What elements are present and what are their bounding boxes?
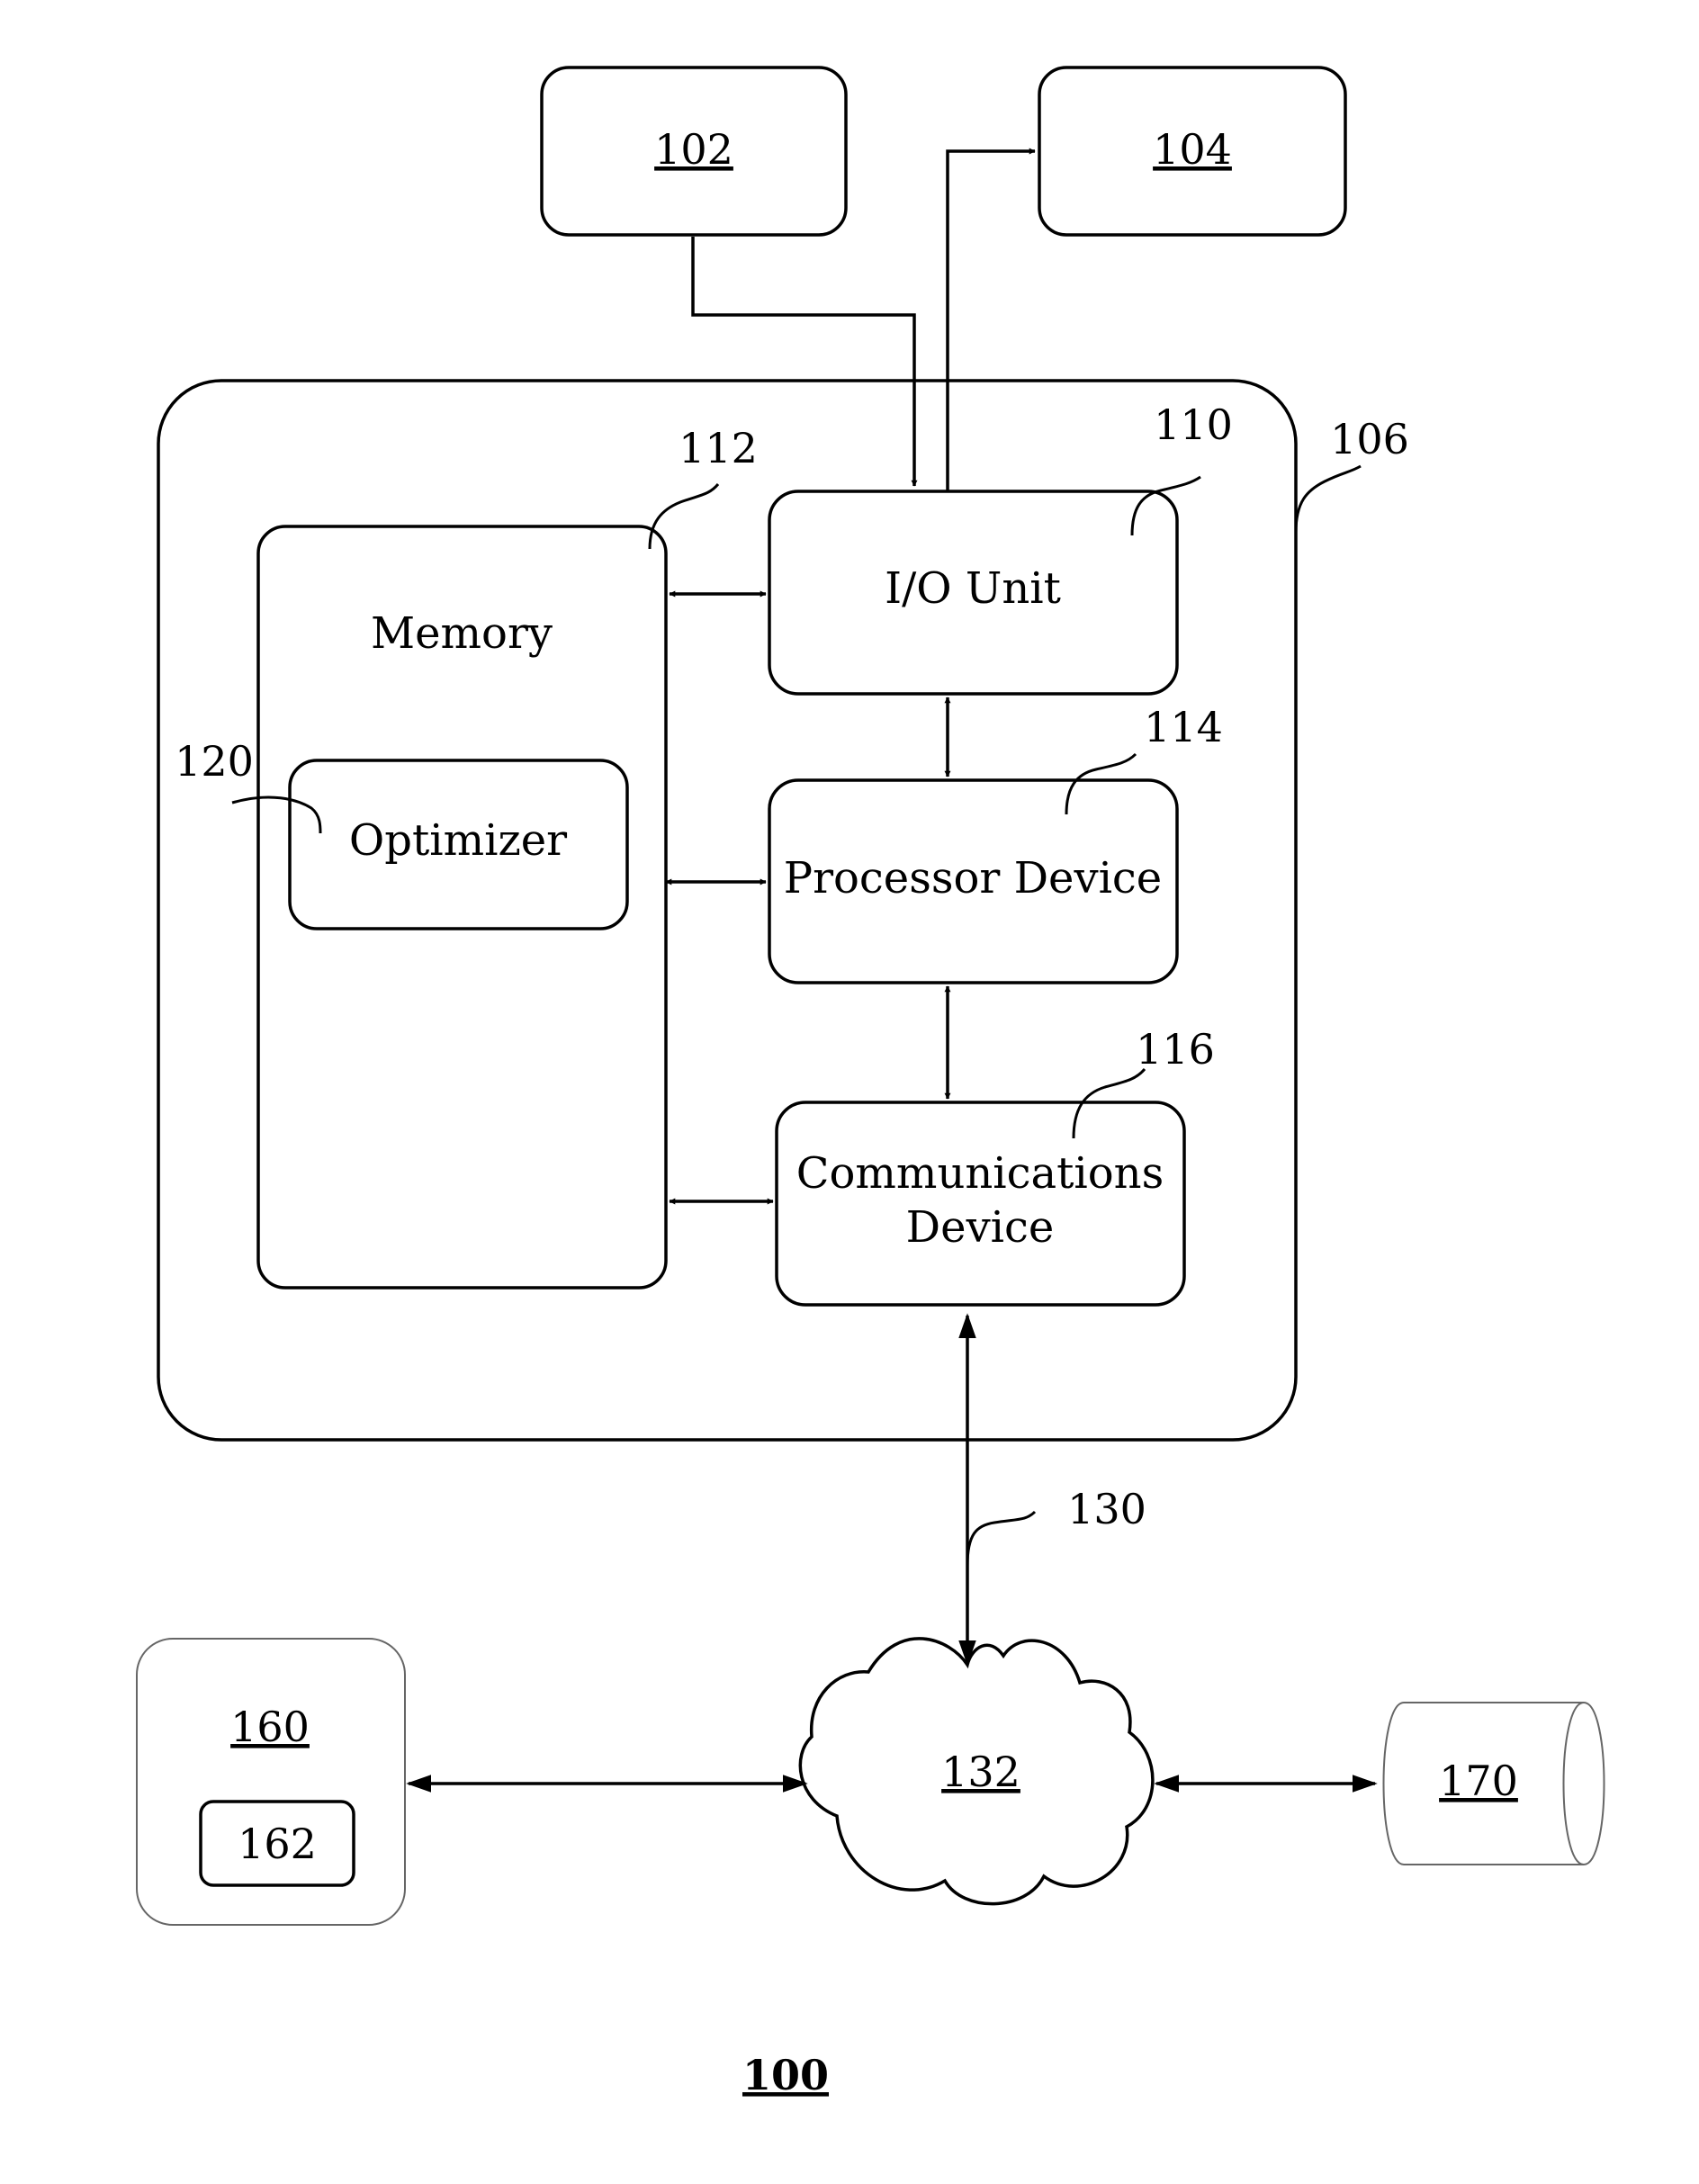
- processor-ref: 114: [1144, 703, 1223, 751]
- memory-label: Memory: [371, 608, 553, 659]
- client-label: 160: [230, 1703, 310, 1751]
- database-label: 170: [1439, 1757, 1518, 1805]
- figure-number: 100: [742, 2051, 829, 2099]
- network-link-leader: [967, 1512, 1035, 1566]
- system-106-leader: [1296, 466, 1361, 533]
- database-170: 170: [1384, 1703, 1605, 1865]
- network-link-ref: 130: [1067, 1485, 1146, 1533]
- optimizer-label: Optimizer: [349, 815, 567, 866]
- client-device-160: 160 162: [137, 1639, 405, 1925]
- io-unit-ref: 110: [1154, 400, 1233, 449]
- box-102-label: 102: [654, 125, 733, 174]
- system-106-ref: 106: [1330, 415, 1409, 463]
- comms-ref: 116: [1136, 1025, 1215, 1074]
- comms-label-line1: Communications: [796, 1148, 1164, 1199]
- cloud-label: 132: [941, 1748, 1020, 1796]
- io-unit-label: I/O Unit: [885, 563, 1061, 614]
- processor-label: Processor Device: [784, 853, 1162, 903]
- client-inner-label: 162: [238, 1820, 317, 1868]
- memory-ref: 112: [679, 424, 758, 472]
- network-cloud: 132: [800, 1639, 1153, 1904]
- box-104: 104: [1039, 67, 1345, 235]
- comms-label-line2: Device: [906, 1202, 1055, 1253]
- optimizer-ref: 120: [175, 737, 254, 786]
- box-102: 102: [542, 67, 846, 235]
- box-104-label: 104: [1153, 125, 1232, 174]
